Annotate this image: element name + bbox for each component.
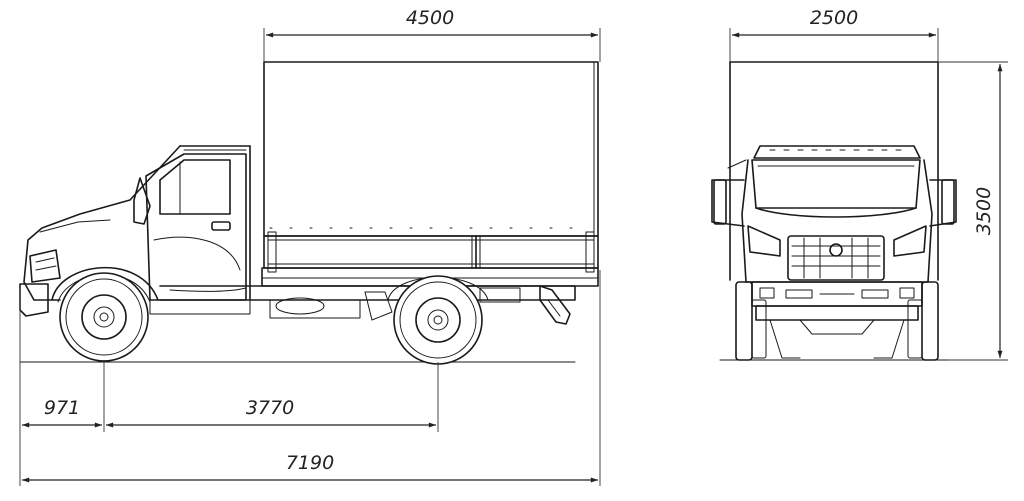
chassis: [159, 285, 576, 325]
rear-wheel: [387, 275, 489, 365]
dim-cargo-length: 4500: [406, 7, 454, 29]
front-view: [711, 61, 957, 361]
dim-wheelbase: 3770: [246, 397, 294, 419]
cab: [19, 145, 251, 317]
cargo-body: [261, 61, 599, 287]
dim-width: 2500: [810, 7, 858, 29]
dim-height: 3500: [973, 187, 995, 235]
dimension-lines: [19, 28, 1008, 486]
front-cab: [711, 145, 957, 321]
side-view: [19, 61, 599, 365]
dim-front-overhang: 971: [44, 397, 80, 419]
front-view-wheels: [735, 281, 939, 361]
front-wheel: [59, 272, 149, 362]
dimension-labels: 4500 2500 3500 971 3770 7190: [44, 7, 995, 474]
dim-overall-length: 7190: [286, 452, 334, 474]
